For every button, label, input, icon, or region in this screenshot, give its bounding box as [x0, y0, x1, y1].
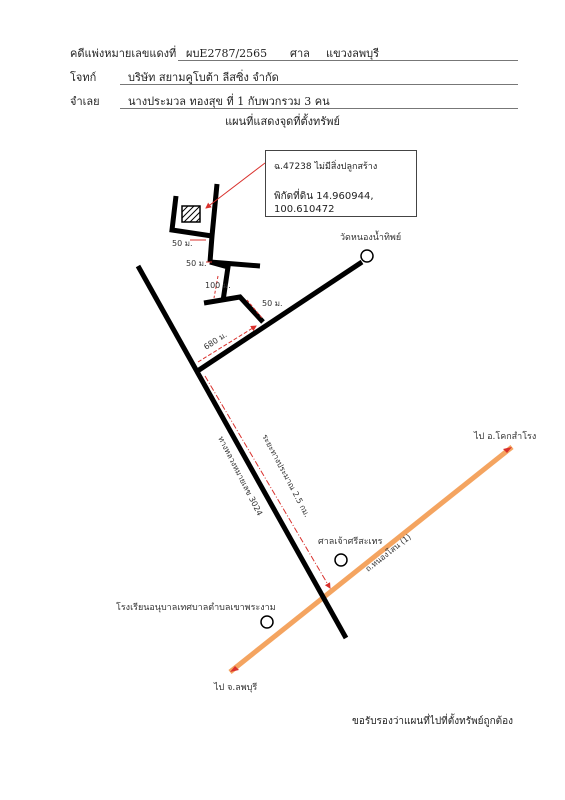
case-underline: [178, 60, 518, 61]
distance-100-label: 100 ม.: [205, 281, 231, 290]
dist-680-line: [197, 325, 257, 363]
case-number: ผบE2787/2565: [186, 47, 268, 60]
defendant-name: นางประมวล ทองสุข ที่ 1 กับพวกรวม 3 คน: [128, 95, 330, 108]
school-label: โรงเรียนอนุบาลเทศบาลตำบลเขาพระงาม: [116, 602, 276, 613]
distance-main-label: ระยะทางประมาณ 2.5 กม.: [260, 433, 311, 519]
court-label: ศาล: [290, 47, 310, 60]
temple-label: วัดหนองน้ำทิพย์: [340, 230, 401, 243]
certification-text: ขอรับรองว่าแผนที่ไปที่ตั้งทรัพย์ถูกต้อง: [352, 716, 514, 727]
court-name: แขวงลพบุรี: [326, 47, 380, 60]
distance-50c-label: 50 ม.: [262, 299, 283, 308]
coordinate-row: พิกัดที่ดิน 14.960944, 100.610472: [274, 189, 416, 215]
shrine-label: ศาลเจ้าศรีสะเทร: [318, 536, 383, 547]
access-road-4: [207, 183, 220, 263]
property-callout: ฉ.47238 ไม่มีสิ่งปลูกสร้าง พิกัดที่ดิน 1…: [265, 150, 417, 217]
coordinate-label: พิกัดที่ดิน: [274, 191, 314, 202]
distance-680-label: 680 ม.: [202, 330, 228, 352]
deed-text: ฉ.47238 ไม่มีสิ่งปลูกสร้าง: [274, 162, 378, 172]
access-road-3: [209, 259, 261, 269]
road-to-temple: [194, 259, 364, 375]
dist-50c-line: [246, 299, 263, 319]
map-title: แผนที่แสดงจุดที่ตั้งทรัพย์: [225, 115, 340, 128]
plaintiff-label: โจทก์: [70, 71, 97, 84]
coordinate-value: 14.960944, 100.610472: [274, 191, 374, 215]
access-road-5: [169, 195, 213, 239]
orange-road: [228, 445, 514, 674]
plaintiff-name: บริษัท สยามคูโบต้า ลีสซิ่ง จำกัด: [128, 71, 279, 84]
arrow-to-lopburi: [230, 666, 239, 672]
highway-3024-line: [135, 264, 349, 640]
distance-50b-label: 50 ม.: [186, 259, 207, 268]
to-khok-samrong-label: ไป อ.โคกสำโรง: [473, 431, 536, 442]
temple-marker: [360, 249, 374, 263]
defendant-underline: [120, 108, 518, 109]
defendant-label: จำเลย: [70, 95, 100, 108]
school-marker: [260, 615, 274, 629]
dist-main-line: [204, 375, 331, 589]
distance-50a-label: 50 ม.: [172, 239, 193, 248]
access-road: [203, 294, 265, 324]
plaintiff-underline: [120, 84, 518, 85]
to-lopburi-label: ไป จ.ลพบุรี: [213, 682, 257, 693]
arrow-to-khok-samrong: [503, 447, 512, 453]
shrine-marker: [334, 553, 348, 567]
case-label: คดีแพ่งหมายเลขแดงที่: [70, 47, 177, 60]
dist-100-line: [213, 275, 219, 299]
callout-leader: [205, 162, 266, 209]
